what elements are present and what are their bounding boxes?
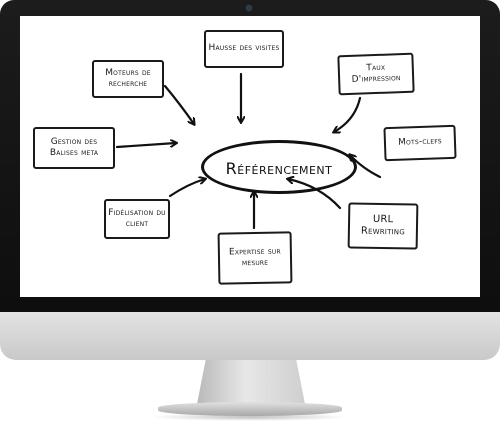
arrow-fidelisation <box>168 179 205 198</box>
node-motscles: Mots-clefs <box>383 124 457 162</box>
node-moteurs: Moteurs de recherche <box>92 60 164 98</box>
center-label: Référencement <box>225 158 333 178</box>
node-url: URL Rewriting <box>347 202 419 250</box>
node-taux: Taux D'impression <box>337 52 415 96</box>
center-ellipse <box>201 140 357 194</box>
arrow-moteurs <box>163 84 194 124</box>
node-fidelisation: Fidélisation du client <box>104 199 170 239</box>
monitor-chin <box>0 312 500 360</box>
arrow-taux <box>334 96 362 132</box>
node-expertise: Expertise sur mesure <box>217 231 293 285</box>
screen: Référencement Hausse des visites Moteurs… <box>20 16 480 297</box>
node-gestion: Gestion des Balises meta <box>33 127 115 169</box>
node-hausse: Hausse des visites <box>204 30 284 68</box>
arrow-gestion <box>115 143 176 149</box>
monitor-foot <box>158 402 342 416</box>
camera-icon <box>246 5 252 11</box>
monitor-neck <box>197 360 305 404</box>
foot-shadow <box>150 413 350 421</box>
